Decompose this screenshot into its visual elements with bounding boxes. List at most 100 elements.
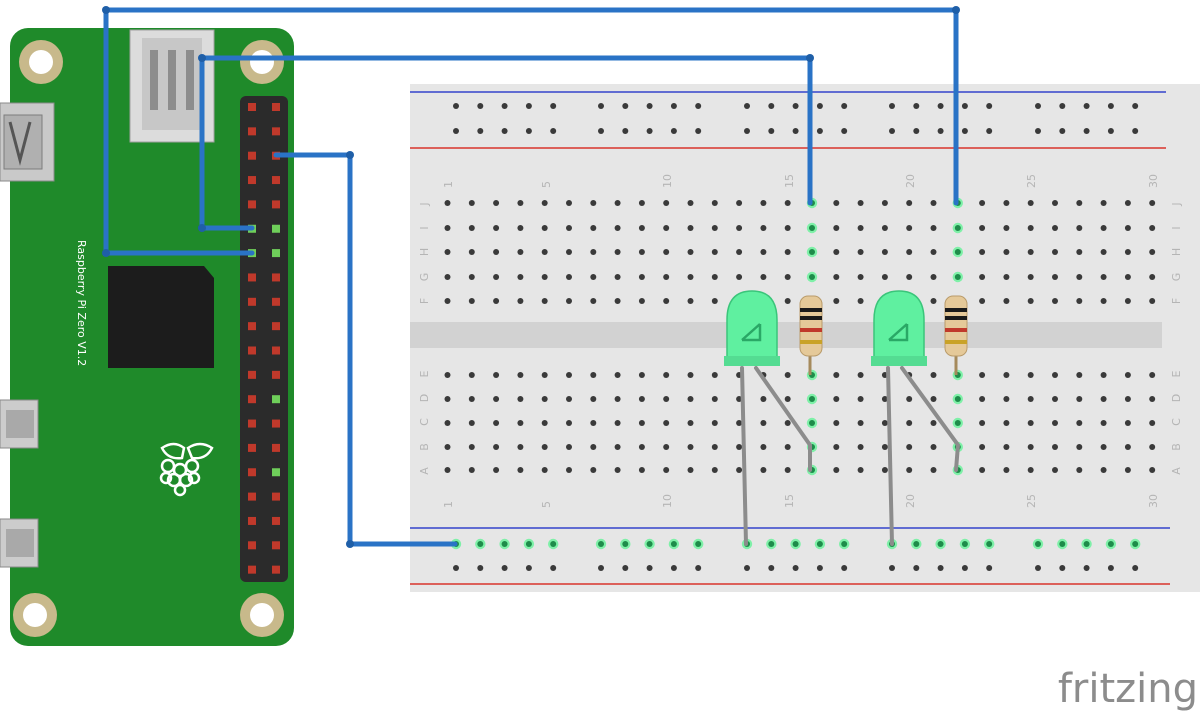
col-num-top-1: 1 bbox=[442, 181, 455, 188]
rail-hole bbox=[670, 128, 677, 134]
breadboard-hole bbox=[638, 249, 645, 255]
breadboard-hole bbox=[663, 372, 670, 378]
row-letter-left-d: D bbox=[418, 394, 431, 402]
breadboard-hole bbox=[833, 225, 840, 231]
rail-hole bbox=[550, 128, 557, 134]
breadboard-hole bbox=[833, 420, 840, 426]
breadboard-hole bbox=[784, 274, 791, 280]
breadboard-hole bbox=[1027, 298, 1034, 304]
breadboard-hole bbox=[566, 298, 572, 304]
breadboard-hole bbox=[809, 225, 815, 231]
breadboard-hole bbox=[930, 225, 937, 231]
breadboard-hole bbox=[881, 467, 888, 473]
breadboard-hole bbox=[930, 200, 937, 206]
breadboard-hole bbox=[614, 396, 621, 402]
breadboard-hole bbox=[590, 200, 597, 206]
breadboard-hole bbox=[687, 420, 694, 426]
gpio-pin bbox=[272, 322, 280, 331]
rail-hole bbox=[646, 128, 653, 134]
breadboard: 1 5 10 15 20 25 30 1 5 10 15 20 25 30 J … bbox=[410, 84, 1200, 592]
breadboard-hole bbox=[541, 420, 548, 426]
rail-hole bbox=[1083, 128, 1090, 134]
breadboard-hole bbox=[833, 200, 840, 206]
breadboard-hole bbox=[930, 396, 937, 402]
breadboard-hole bbox=[444, 225, 451, 231]
col-num-bottom-5: 5 bbox=[540, 501, 553, 508]
breadboard-hole bbox=[493, 467, 500, 473]
breadboard-hole bbox=[906, 467, 913, 473]
breadboard-hole bbox=[857, 225, 864, 231]
breadboard-hole bbox=[444, 396, 451, 402]
row-letter-left-a: A bbox=[418, 467, 431, 475]
gpio-pin bbox=[272, 273, 280, 282]
breadboard-hole bbox=[1052, 200, 1058, 206]
fritzing-logo-text: fritzing bbox=[1058, 666, 1198, 711]
breadboard-hole bbox=[784, 372, 791, 378]
breadboard-hole bbox=[1076, 200, 1083, 206]
breadboard-hole bbox=[1003, 298, 1010, 304]
col-num-top-30: 30 bbox=[1147, 174, 1160, 188]
breadboard-hole bbox=[857, 298, 864, 304]
breadboard-hole bbox=[1076, 225, 1083, 231]
breadboard-hole bbox=[833, 396, 840, 402]
breadboard-hole bbox=[711, 225, 718, 231]
breadboard-hole bbox=[930, 298, 937, 304]
breadboard-hole bbox=[1100, 298, 1107, 304]
breadboard-hole bbox=[1027, 372, 1034, 378]
breadboard-hole bbox=[566, 372, 572, 378]
breadboard-hole bbox=[760, 249, 767, 255]
breadboard-hole bbox=[493, 420, 500, 426]
breadboard-hole bbox=[517, 467, 524, 473]
rail-hole bbox=[792, 541, 799, 547]
breadboard-hole bbox=[979, 298, 986, 304]
row-letter-right-a: A bbox=[1170, 467, 1183, 475]
breadboard-hole bbox=[711, 444, 718, 450]
rail-hole bbox=[1035, 128, 1041, 134]
breadboard-hole bbox=[881, 200, 888, 206]
breadboard-hole bbox=[881, 420, 888, 426]
breadboard-hole bbox=[566, 225, 572, 231]
breadboard-hole bbox=[930, 372, 937, 378]
rail-hole bbox=[986, 128, 993, 134]
rail-hole bbox=[646, 565, 653, 571]
breadboard-hole bbox=[736, 274, 743, 280]
breadboard-hole bbox=[954, 249, 961, 255]
row-letter-right-e: E bbox=[1170, 370, 1183, 377]
rail-hole bbox=[768, 103, 775, 109]
rail-hole bbox=[961, 103, 968, 109]
breadboard-hole bbox=[1124, 420, 1131, 426]
breadboard-hole bbox=[711, 396, 718, 402]
breadboard-hole bbox=[687, 249, 694, 255]
breadboard-hole bbox=[541, 372, 548, 378]
rail-hole bbox=[477, 541, 484, 547]
micro-usb-port-2 bbox=[0, 518, 39, 568]
rail-hole bbox=[453, 103, 459, 109]
rail-hole bbox=[670, 103, 677, 109]
col-num-bottom-1: 1 bbox=[442, 501, 455, 508]
breadboard-hole bbox=[809, 420, 815, 426]
breadboard-hole bbox=[1076, 372, 1083, 378]
soc-chip bbox=[108, 266, 214, 368]
col-num-bottom-30: 30 bbox=[1147, 494, 1160, 508]
breadboard-hole bbox=[1100, 396, 1107, 402]
breadboard-hole bbox=[760, 420, 767, 426]
breadboard-hole bbox=[663, 396, 670, 402]
breadboard-hole bbox=[1124, 467, 1131, 473]
breadboard-hole bbox=[493, 298, 500, 304]
breadboard-hole bbox=[1003, 200, 1010, 206]
breadboard-hole bbox=[541, 225, 548, 231]
col-num-bottom-20: 20 bbox=[904, 494, 917, 508]
rail-hole bbox=[501, 565, 508, 571]
breadboard-hole bbox=[1003, 396, 1010, 402]
breadboard-hole bbox=[590, 249, 597, 255]
rail-hole bbox=[622, 128, 629, 134]
breadboard-hole bbox=[954, 396, 961, 402]
breadboard-hole bbox=[663, 200, 670, 206]
breadboard-hole bbox=[663, 249, 670, 255]
gpio-pin bbox=[272, 370, 280, 379]
breadboard-hole bbox=[517, 225, 524, 231]
breadboard-hole bbox=[954, 274, 961, 280]
breadboard-hole bbox=[517, 249, 524, 255]
rail-hole bbox=[525, 103, 532, 109]
breadboard-hole bbox=[784, 444, 791, 450]
